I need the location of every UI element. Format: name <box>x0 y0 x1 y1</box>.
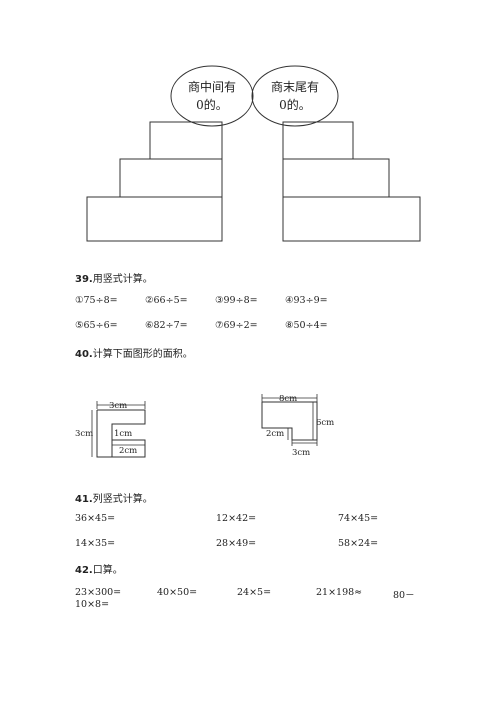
right-oval-label: 商末尾有 0的。 <box>263 78 327 114</box>
q42-item-4: 21×198≈ <box>316 587 363 598</box>
left-oval-line2: 0的。 <box>196 98 228 112</box>
fig2-top-label: 8cm <box>279 394 297 404</box>
fig1-left-label: 3cm <box>75 429 93 439</box>
q42-item-5: 80－ <box>393 590 415 601</box>
right-oval-line2: 0的。 <box>279 98 311 112</box>
q42-item-3: 24×5= <box>237 587 272 598</box>
right-oval <box>251 65 339 127</box>
left-oval-label: 商中间有 0的。 <box>180 78 244 114</box>
q42-heading: 42.口算。 <box>75 561 123 576</box>
q41-item-3: 74×45= <box>338 513 379 524</box>
right-step-3 <box>282 196 421 242</box>
q39-item-1: ①75÷8= <box>75 295 118 306</box>
left-step-1 <box>149 121 223 160</box>
q41-number: 41. <box>75 494 93 505</box>
fig2-right-label: 6cm <box>316 418 334 428</box>
fig1-inner-label: 1cm <box>114 429 132 439</box>
q40-number: 40. <box>75 349 93 360</box>
area-figure-1: 3cm 3cm 1cm 2cm <box>75 401 146 458</box>
q41-item-6: 58×24= <box>338 538 379 549</box>
q39-item-5: ⑤65÷6= <box>75 320 118 331</box>
q42-title: 口算。 <box>92 565 123 576</box>
q42-item-5-continued: 10×8= <box>75 599 110 610</box>
fig1-bottom-label: 2cm <box>119 446 137 456</box>
q40-heading: 40.计算下面图形的面积。 <box>75 345 193 360</box>
q39-item-4: ④93÷9= <box>285 295 328 306</box>
q39-item-6: ⑥82÷7= <box>145 320 188 331</box>
left-step-3 <box>86 196 223 242</box>
right-step-2 <box>282 158 390 198</box>
fig2-bottom-label: 3cm <box>292 448 310 458</box>
fig2-left-label: 2cm <box>266 429 284 439</box>
q41-item-4: 14×35= <box>75 538 116 549</box>
right-step-1 <box>282 121 354 160</box>
q42-item-2: 40×50= <box>157 587 198 598</box>
q39-heading: 39.用竖式计算。 <box>75 270 153 285</box>
q41-item-1: 36×45= <box>75 513 116 524</box>
q41-item-2: 12×42= <box>216 513 257 524</box>
q40-title: 计算下面图形的面积。 <box>92 349 193 360</box>
q39-item-7: ⑦69÷2= <box>215 320 258 331</box>
left-oval-line1: 商中间有 <box>187 80 236 94</box>
fig1-outline <box>96 409 146 458</box>
q41-title: 列竖式计算。 <box>92 494 153 505</box>
division-zero-diagram <box>86 65 421 242</box>
q39-number: 39. <box>75 274 93 285</box>
area-figure-2: 8cm 6cm 2cm 3cm <box>261 394 334 458</box>
q42-item-1: 23×300= <box>75 587 122 598</box>
right-oval-line1: 商末尾有 <box>270 80 319 94</box>
q41-item-5: 28×49= <box>216 538 257 549</box>
q39-title: 用竖式计算。 <box>92 274 153 285</box>
q41-heading: 41.列竖式计算。 <box>75 490 153 505</box>
q39-item-8: ⑧50÷4= <box>285 320 328 331</box>
left-step-2 <box>119 158 223 198</box>
q42-number: 42. <box>75 565 93 576</box>
q39-item-3: ③99÷8= <box>215 295 258 306</box>
left-oval <box>170 65 254 127</box>
fig1-top-label: 3cm <box>109 401 127 411</box>
q39-item-2: ②66÷5= <box>145 295 188 306</box>
